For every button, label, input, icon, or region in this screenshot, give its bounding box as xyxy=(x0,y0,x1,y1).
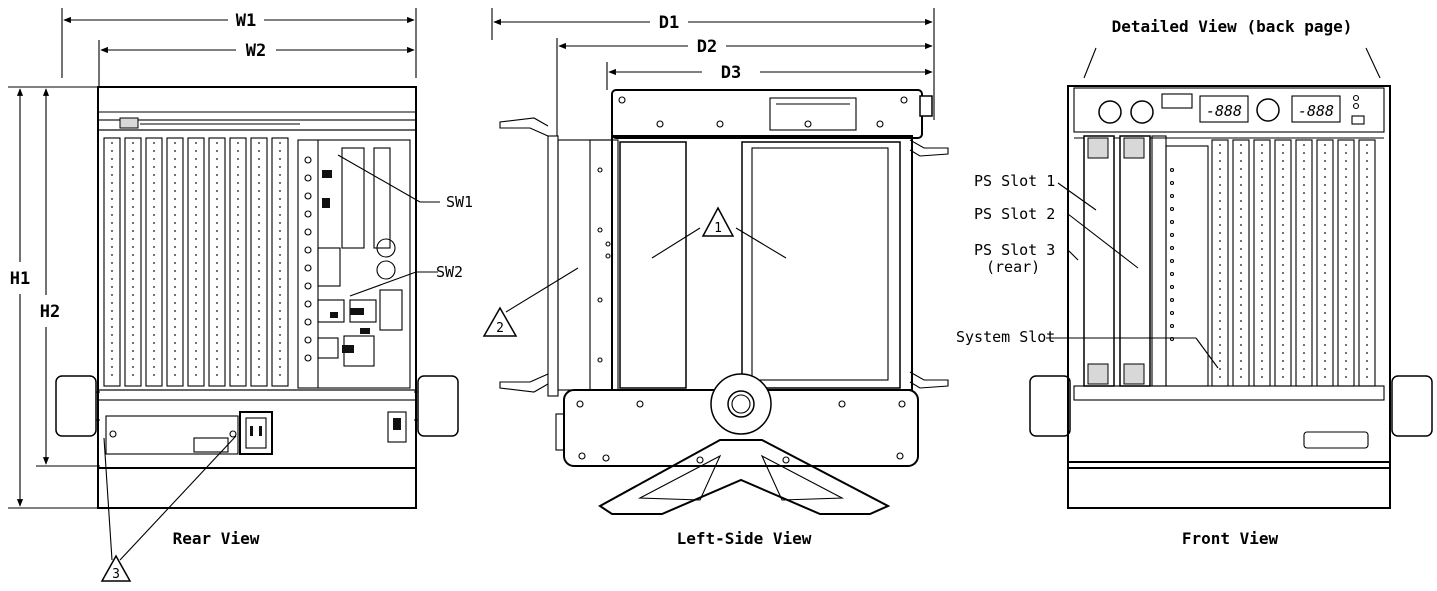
rear-io-dot xyxy=(304,192,312,200)
svg-text:-888: -888 xyxy=(1298,102,1334,120)
rear-io-dot xyxy=(304,228,312,236)
front-view: -888 -888 xyxy=(1029,47,1433,509)
front-dot xyxy=(1169,167,1175,173)
front-dot xyxy=(1169,310,1175,316)
front-dot xyxy=(1169,219,1175,225)
dim-h2: H2 xyxy=(40,302,60,322)
dimension-lines xyxy=(8,8,935,509)
front-view-caption: Front View xyxy=(1182,529,1279,548)
sw1-label: SW1 xyxy=(446,193,473,211)
side-hole xyxy=(605,241,611,247)
front-dot xyxy=(1169,180,1175,186)
rear-io-dot xyxy=(304,336,312,344)
front-dot xyxy=(1169,284,1175,290)
side-base-hole xyxy=(896,452,904,460)
side-hole xyxy=(597,167,603,173)
rear-card-slot xyxy=(250,137,268,387)
side-hole xyxy=(597,227,603,233)
rear-card-slot xyxy=(166,137,184,387)
rear-card-slot xyxy=(103,137,121,387)
side-top-hole xyxy=(618,96,626,104)
side-base-hole xyxy=(636,400,644,408)
front-dot xyxy=(1169,206,1175,212)
dim-w2: W2 xyxy=(246,41,266,61)
side-view-caption: Left-Side View xyxy=(677,529,812,548)
rear-io-dot xyxy=(304,174,312,182)
rear-card-slot xyxy=(271,137,289,387)
callout-1: 1 xyxy=(714,221,722,236)
front-dot xyxy=(1169,271,1175,277)
callout-3: 3 xyxy=(112,567,120,582)
side-hole xyxy=(597,297,603,303)
svg-text:-888: -888 xyxy=(1206,102,1242,120)
callout-2: 2 xyxy=(496,321,504,336)
front-dot xyxy=(1169,245,1175,251)
ps-slot-1-label: PS Slot 1 xyxy=(974,172,1055,190)
sw2-label: SW2 xyxy=(436,263,463,281)
front-dot xyxy=(1169,323,1175,329)
rear-card-slot xyxy=(208,137,226,387)
rear-io-dot xyxy=(304,282,312,290)
side-base-hole xyxy=(782,456,790,464)
front-dot xyxy=(1169,258,1175,264)
rear-card-slot xyxy=(145,137,163,387)
ps-slot-3-label: PS Slot 3 xyxy=(974,241,1055,259)
front-dot xyxy=(1169,232,1175,238)
side-top-hole xyxy=(900,96,908,104)
side-base-hole xyxy=(602,454,610,462)
side-hole xyxy=(605,253,611,259)
side-base-hole xyxy=(578,452,586,460)
ps-slot-3-note: (rear) xyxy=(986,258,1040,276)
dim-d3: D3 xyxy=(721,63,741,83)
rear-io-dot xyxy=(304,300,312,308)
side-top-hole xyxy=(656,120,664,128)
rear-io-dot xyxy=(304,318,312,326)
front-detail-header: Detailed View (back page) xyxy=(1112,17,1353,36)
dim-h1: H1 xyxy=(10,269,30,289)
side-base-hole xyxy=(898,400,906,408)
rear-io-dot xyxy=(304,354,312,362)
side-top-hole xyxy=(876,120,884,128)
left-side-view xyxy=(482,89,949,515)
side-top-hole xyxy=(716,120,724,128)
rear-card-slot xyxy=(187,137,205,387)
side-top-hole xyxy=(804,120,812,128)
dim-d1: D1 xyxy=(659,13,679,33)
side-hole xyxy=(597,357,603,363)
rear-io-dot xyxy=(304,210,312,218)
system-slot-label: System Slot xyxy=(956,328,1055,346)
rear-view-caption: Rear View xyxy=(173,529,260,548)
side-base-hole xyxy=(838,400,846,408)
side-base-hole xyxy=(576,400,584,408)
dim-d2: D2 xyxy=(697,37,717,57)
rear-view xyxy=(55,86,459,582)
rear-io-dot xyxy=(304,246,312,254)
side-base-hole xyxy=(696,456,704,464)
rear-card-slot xyxy=(229,137,247,387)
rear-card-slot xyxy=(124,137,142,387)
rear-io-dot xyxy=(304,264,312,272)
ps-slot-2-label: PS Slot 2 xyxy=(974,205,1055,223)
front-dot xyxy=(1169,193,1175,199)
rear-io-dot xyxy=(304,156,312,164)
dim-w1: W1 xyxy=(236,11,256,31)
front-dot xyxy=(1169,297,1175,303)
